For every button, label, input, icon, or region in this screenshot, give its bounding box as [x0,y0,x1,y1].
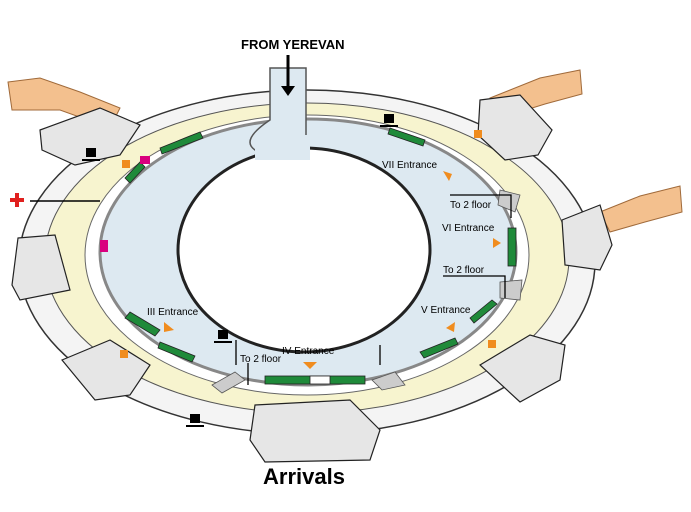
first-aid-icon [10,193,100,207]
cafe-icon [82,114,398,427]
entrance-vi-label: VI Entrance [442,223,495,234]
shop-marker [100,240,108,252]
from-yerevan-label: FROM YEREVAN [241,37,345,52]
stairs-label-iv: To 2 floor [240,354,282,365]
entrance-vii-label: VII Entrance [382,160,437,171]
gate-buildings [11,94,613,463]
entrance-iii-label: III Entrance [147,307,199,318]
inner-courtyard [176,146,432,354]
entrance-v-label: V Entrance [421,305,471,316]
info-icon [120,130,496,358]
arrivals-label: Arrivals [263,464,345,489]
entrance-iv-label: IV Entrance [282,346,335,357]
entrance-marker-icons [164,171,501,369]
stairs-label-vi: To 2 floor [450,200,492,211]
jetway-right [599,185,683,233]
stair-pointers [235,194,512,385]
stairs-label-v: To 2 floor [443,265,485,276]
entrance-doors [124,127,517,385]
